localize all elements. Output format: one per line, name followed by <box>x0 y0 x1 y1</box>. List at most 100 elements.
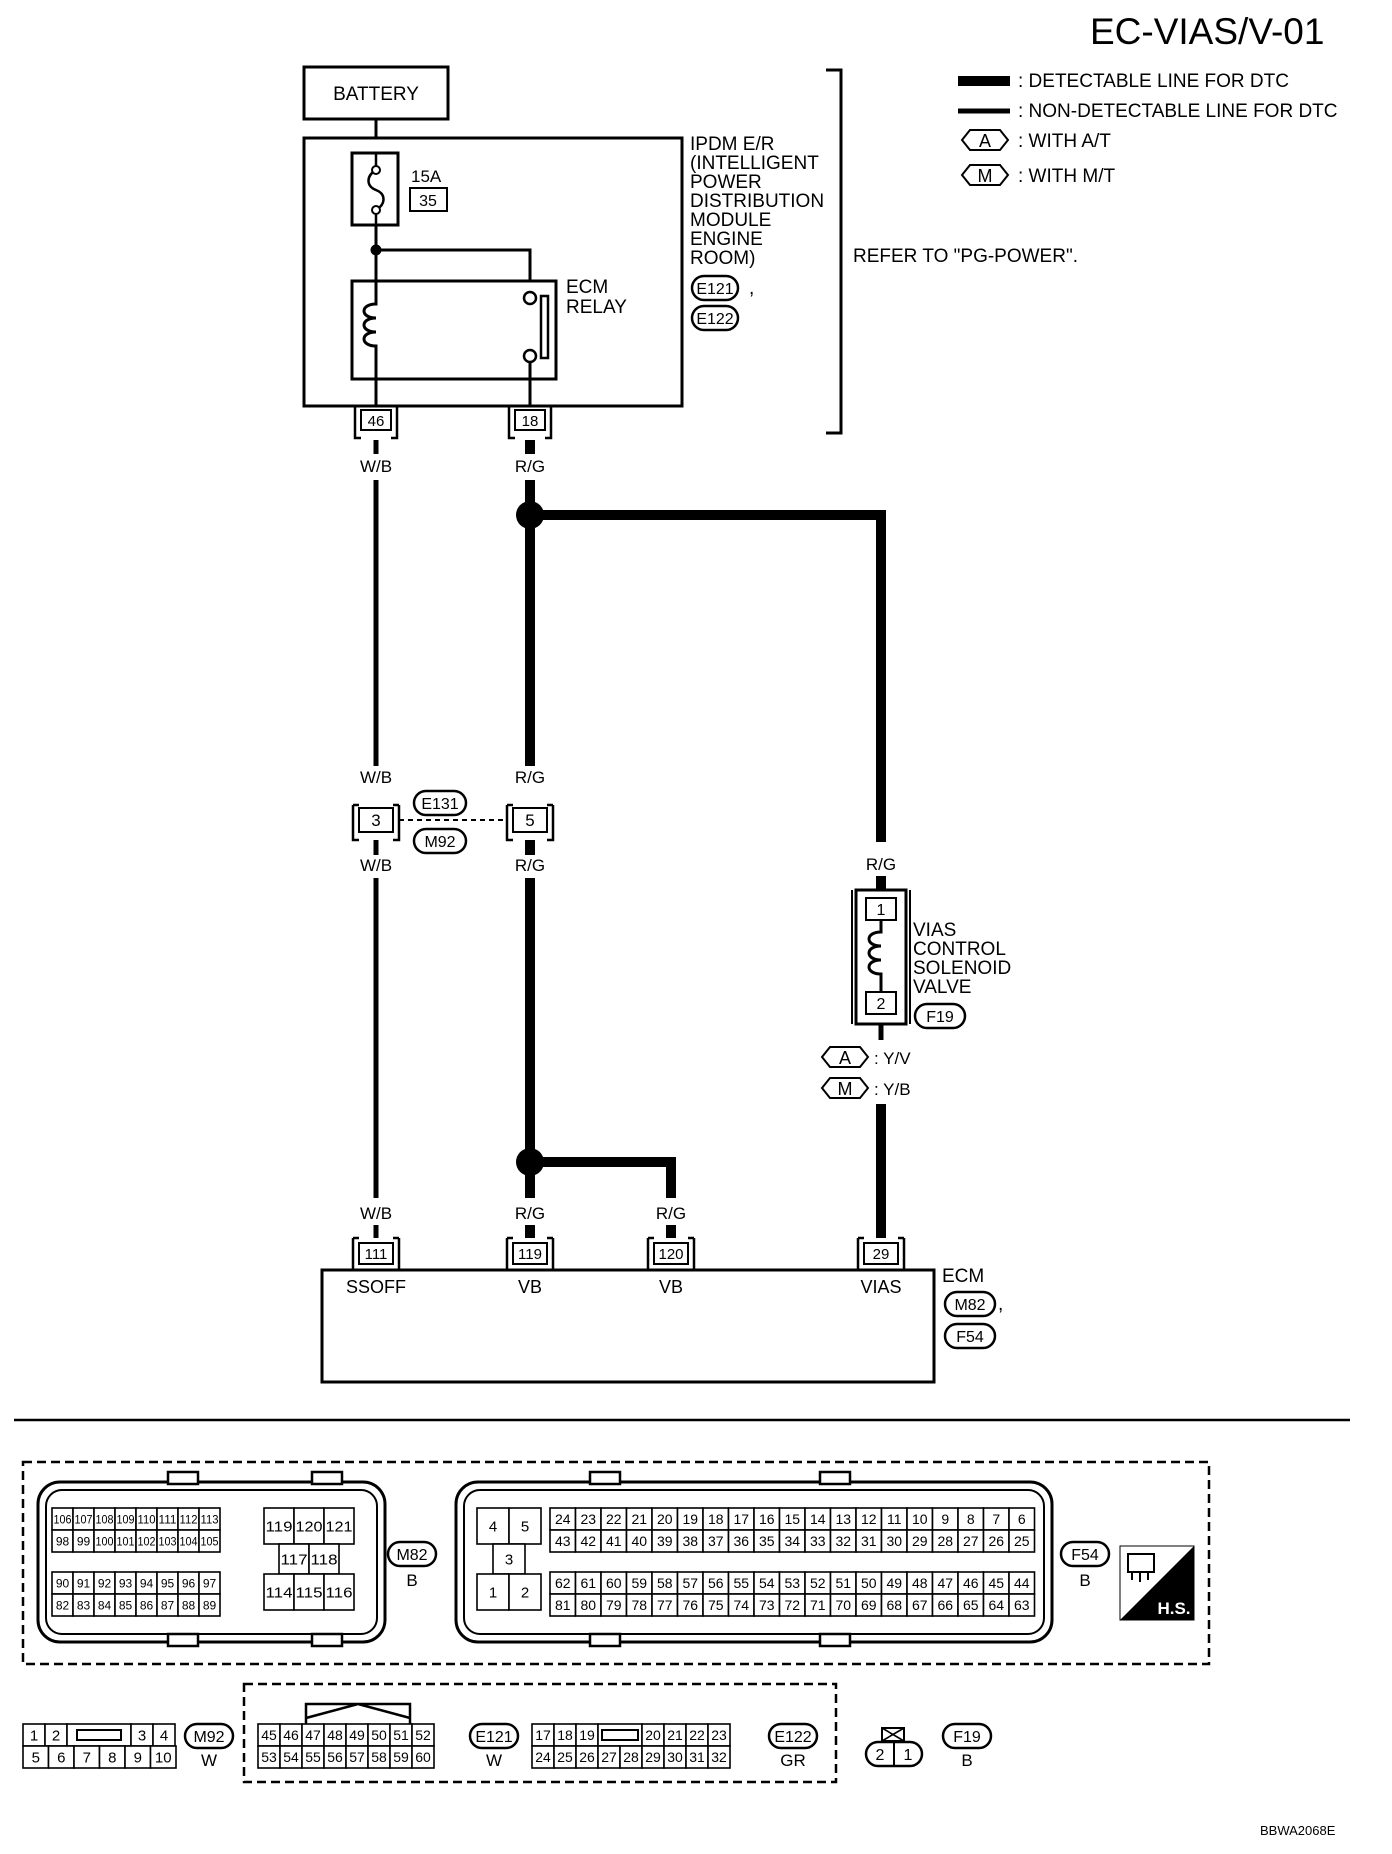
f54-pin: 45 <box>988 1575 1004 1591</box>
latch <box>818 1470 852 1486</box>
m82-pin: 114 <box>266 1584 293 1601</box>
ecm-comma: , <box>998 1294 1003 1315</box>
f54-pin: 25 <box>1014 1533 1030 1549</box>
m82-pin: 85 <box>119 1598 133 1612</box>
m82-pin: 105 <box>201 1534 219 1548</box>
f54-pin: 44 <box>1014 1575 1030 1591</box>
f54-pin: 57 <box>682 1575 698 1591</box>
m82-pin: 111 <box>159 1512 177 1526</box>
vias-conn: F19 <box>926 1009 954 1026</box>
wire-color-yb: : Y/B <box>874 1080 911 1099</box>
ecm-terminal-name: VB <box>518 1277 542 1297</box>
legend-detectable: : DETECTABLE LINE FOR DTC <box>1018 71 1289 92</box>
vias-terminal-2-box <box>865 991 897 1015</box>
f54-pin: 51 <box>835 1575 851 1591</box>
m92-pin: 4 <box>160 1727 168 1744</box>
ecm-terminal-number: 120 <box>658 1246 683 1263</box>
fuse-amp: 15A <box>411 167 442 186</box>
ecm-terminal-box <box>358 1242 394 1265</box>
wire-rg-to-vias <box>530 510 886 842</box>
m82-pin: 110 <box>138 1512 156 1526</box>
f54-pin: 41 <box>606 1533 622 1549</box>
f54-pin: 72 <box>784 1597 800 1613</box>
e121-key <box>304 1702 412 1724</box>
f54-pin: 10 <box>912 1511 928 1527</box>
wire-color-wb-4: W/B <box>360 1204 392 1223</box>
m92-pin: 9 <box>134 1749 142 1766</box>
e121-pin: 55 <box>305 1749 321 1765</box>
e122-pin: 22 <box>689 1727 705 1743</box>
m82-pin: 93 <box>119 1576 133 1590</box>
f54-pin: 50 <box>861 1575 877 1591</box>
m92-pin: 8 <box>108 1749 116 1766</box>
f54-pin: 3 <box>505 1551 513 1568</box>
ecm-terminal-name: SSOFF <box>346 1277 406 1297</box>
relay-switch-icon <box>539 294 550 360</box>
e121-pin: 49 <box>349 1727 365 1743</box>
f54-pin: 74 <box>733 1597 749 1613</box>
m82-pin: 88 <box>182 1598 196 1612</box>
f54-pin: 2 <box>521 1584 529 1601</box>
e122-connector-id-frame <box>767 1722 819 1750</box>
f54-pin: 54 <box>759 1575 775 1591</box>
vias-label-2: CONTROL <box>913 939 1006 960</box>
ecm-connectors-dashed-frame <box>21 1460 1211 1666</box>
f54-pin: 15 <box>784 1511 800 1527</box>
ecm-conn2: F54 <box>956 1329 984 1346</box>
vias-label-3: SOLENOID <box>913 958 1011 979</box>
e122-pin-cell <box>707 1745 731 1769</box>
f54-pin: 77 <box>657 1597 673 1613</box>
hs-label: H.S. <box>1157 1599 1190 1618</box>
connector-icon <box>1127 1553 1155 1573</box>
f54-pin: 13 <box>835 1511 851 1527</box>
m82-pin: 118 <box>311 1551 338 1568</box>
f54-pin: 38 <box>682 1533 698 1549</box>
latch <box>588 1632 622 1648</box>
f19-connector-id-frame <box>941 1722 993 1750</box>
f19-color: B <box>961 1751 972 1770</box>
e121-color: W <box>486 1751 502 1770</box>
f54-pin: 7 <box>992 1511 1000 1527</box>
f54-pin: 79 <box>606 1597 622 1613</box>
legend-mt-symbol: M <box>978 166 993 186</box>
m82-pin: 108 <box>96 1512 114 1526</box>
f54-pin: 4 <box>489 1518 497 1535</box>
figure-id: BBWA2068E <box>1260 1823 1336 1838</box>
e122-pin: 26 <box>579 1749 595 1765</box>
f54-pin: 18 <box>708 1511 724 1527</box>
f54-pin: 14 <box>810 1511 826 1527</box>
f54-pin: 63 <box>1014 1597 1030 1613</box>
wire-color-rg-2: R/G <box>515 768 545 787</box>
m82-pin: 109 <box>117 1512 135 1526</box>
f54-pin: 33 <box>810 1533 826 1549</box>
wire-color-rg-3: R/G <box>515 856 545 875</box>
f19-pin: 2 <box>876 1747 885 1764</box>
e122-connector-id: E122 <box>774 1729 811 1746</box>
ecm-relay-label-1: ECM <box>566 277 608 298</box>
e122-pin: 30 <box>667 1749 683 1765</box>
refer-note: REFER TO "PG-POWER". <box>853 246 1078 267</box>
f54-pin: 39 <box>657 1533 673 1549</box>
joint-terminal-3: 3 <box>371 811 380 830</box>
f54-pin: 75 <box>708 1597 724 1613</box>
battery-box <box>302 65 450 121</box>
f54-pin: 29 <box>912 1533 928 1549</box>
f54-pin: 69 <box>861 1597 877 1613</box>
m82-pin: 115 <box>296 1584 323 1601</box>
ecm-terminal-name: VIAS <box>860 1277 901 1297</box>
e121-pin: 57 <box>349 1749 365 1765</box>
e121-pin-cell <box>411 1745 435 1769</box>
f54-pin: 5 <box>521 1518 529 1535</box>
refer-bracket <box>826 68 843 435</box>
f54-pin: 58 <box>657 1575 673 1591</box>
e121-pin: 46 <box>283 1727 299 1743</box>
f54-pin: 65 <box>963 1597 979 1613</box>
ecm-relay-label-2: RELAY <box>566 297 627 318</box>
m82-pin: 95 <box>161 1576 175 1590</box>
f54-pin: 53 <box>784 1575 800 1591</box>
e122-pin: 27 <box>601 1749 617 1765</box>
f54-pin: 59 <box>631 1575 647 1591</box>
